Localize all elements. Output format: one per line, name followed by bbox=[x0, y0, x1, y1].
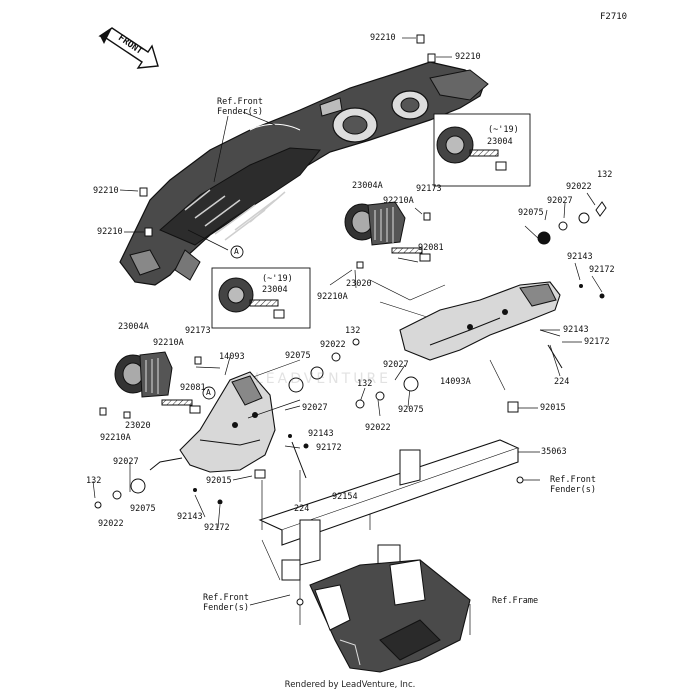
part-label[interactable]: 23020 bbox=[346, 279, 372, 289]
hardware-middle bbox=[94, 338, 563, 606]
part-label[interactable]: 14093 bbox=[219, 352, 245, 362]
part-label[interactable]: 92022 bbox=[98, 519, 124, 529]
part-label[interactable]: 92210 bbox=[370, 33, 396, 43]
part-label[interactable]: 35063 bbox=[541, 447, 567, 457]
year-note: (~'19) bbox=[488, 125, 519, 135]
part-label[interactable]: 92143 bbox=[308, 429, 334, 439]
part-label[interactable]: 92210A bbox=[317, 292, 348, 302]
year-note: (~'19) bbox=[262, 274, 293, 284]
part-label[interactable]: 92154 bbox=[332, 492, 358, 502]
part-label[interactable]: 92022 bbox=[365, 423, 391, 433]
part-label[interactable]: 92143 bbox=[567, 252, 593, 262]
part-label[interactable]: 23004A bbox=[352, 181, 383, 191]
bracket-14093A bbox=[399, 281, 561, 361]
part-label[interactable]: 92210 bbox=[93, 186, 119, 196]
part-label[interactable]: 23004 bbox=[487, 137, 513, 147]
headlight-left bbox=[99, 351, 202, 419]
hardware-right-top bbox=[537, 201, 607, 299]
part-label[interactable]: 132 bbox=[357, 379, 373, 389]
part-label[interactable]: 23004A bbox=[118, 322, 149, 332]
callout-a bbox=[202, 245, 244, 400]
part-label[interactable]: 92143 bbox=[563, 325, 589, 335]
part-label[interactable]: 92015 bbox=[206, 476, 232, 486]
part-label[interactable]: 92172 bbox=[589, 265, 615, 275]
part-label[interactable]: 92210A bbox=[383, 196, 414, 206]
part-label[interactable]: 92172 bbox=[584, 337, 610, 347]
part-label[interactable]: 224 bbox=[294, 504, 310, 514]
part-label[interactable]: 14093A bbox=[440, 377, 471, 387]
part-label[interactable]: 92081 bbox=[418, 243, 444, 253]
part-label[interactable]: 92075 bbox=[398, 405, 424, 415]
part-label[interactable]: 132 bbox=[86, 476, 102, 486]
part-label[interactable]: 92027 bbox=[547, 196, 573, 206]
clip-92210-top bbox=[139, 34, 436, 237]
front-cowl-part bbox=[119, 61, 489, 286]
part-label[interactable]: 92210 bbox=[455, 52, 481, 62]
credit-text: Rendered by LeadVenture, Inc. bbox=[284, 680, 416, 690]
part-label[interactable]: 92172 bbox=[316, 443, 342, 453]
part-label[interactable]: 92022 bbox=[320, 340, 346, 350]
part-label[interactable]: 92027 bbox=[113, 457, 139, 467]
part-label[interactable]: 92081 bbox=[180, 383, 206, 393]
part-label[interactable]: 132 bbox=[345, 326, 361, 336]
part-label[interactable]: 92173 bbox=[185, 326, 211, 336]
callout-a-letter: A bbox=[206, 388, 211, 397]
part-label[interactable]: 92210A bbox=[100, 433, 131, 443]
headlight-box-upper bbox=[433, 113, 531, 187]
figure-code: F2710 bbox=[600, 12, 628, 22]
part-label[interactable]: 92075 bbox=[130, 504, 156, 514]
part-label[interactable]: 92075 bbox=[518, 208, 544, 218]
part-label[interactable]: 224 bbox=[554, 377, 570, 387]
part-label[interactable]: 92173 bbox=[416, 184, 442, 194]
part-label[interactable]: 23020 bbox=[125, 421, 151, 431]
headlight-box-lower bbox=[211, 267, 311, 329]
part-label[interactable]: 92027 bbox=[383, 360, 409, 370]
part-label[interactable]: 92015 bbox=[540, 403, 566, 413]
bracket-14093 bbox=[149, 371, 301, 473]
part-label[interactable]: 23004 bbox=[262, 285, 288, 295]
part-label[interactable]: 92027 bbox=[302, 403, 328, 413]
headlight-right bbox=[344, 201, 431, 269]
frame-part bbox=[309, 559, 471, 673]
part-label[interactable]: 92022 bbox=[566, 182, 592, 192]
watermark: LEADVENTURE bbox=[255, 371, 392, 387]
part-label[interactable]: 92075 bbox=[285, 351, 311, 361]
front-arrow-icon bbox=[98, 27, 159, 69]
part-label[interactable]: 92210 bbox=[97, 227, 123, 237]
part-label[interactable]: 92172 bbox=[204, 523, 230, 533]
part-label[interactable]: 92143 bbox=[177, 512, 203, 522]
callout-a-letter: A bbox=[234, 247, 239, 256]
part-label[interactable]: 132 bbox=[597, 170, 613, 180]
ref-label: Ref.Frame bbox=[492, 596, 539, 606]
part-label[interactable]: 92210A bbox=[153, 338, 184, 348]
